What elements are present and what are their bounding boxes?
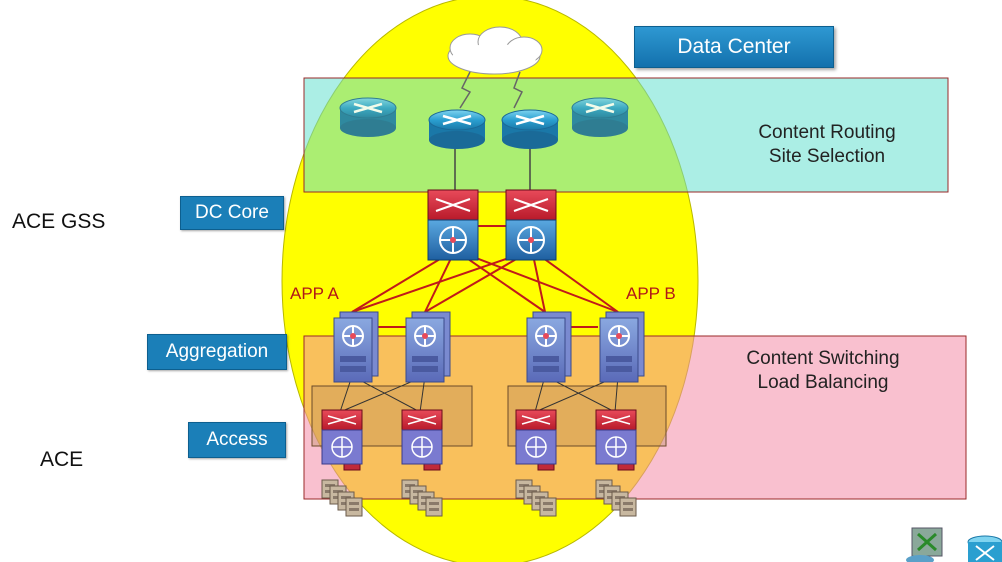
server-stack-icon-3 <box>515 479 557 517</box>
app-a-label: APP A <box>290 284 339 303</box>
internet-cloud-icon <box>447 26 543 75</box>
server-stack-icon-2 <box>401 479 443 517</box>
ace-gss-label: ACE GSS <box>12 210 106 233</box>
wan-link-left <box>459 71 472 109</box>
aggregation-switch-icon-4 <box>599 311 645 383</box>
edge-router-icon-2 <box>571 97 629 137</box>
wan-link-right <box>513 71 524 109</box>
content-routing-line2: Site Selection <box>768 146 886 167</box>
content-routing-text: Content Routing Site Selection <box>714 121 940 169</box>
router-legend-icon <box>967 535 1002 562</box>
aggregation-label: Aggregation <box>147 334 287 370</box>
edge-router-icon-1 <box>339 97 397 137</box>
content-switching-line2: Load Balancing <box>757 372 889 393</box>
aggregation-switch-icon-1 <box>333 311 379 383</box>
content-switching-line1: Content Switching <box>746 348 900 369</box>
access-switch-icon-2 <box>401 409 443 471</box>
aggregation-switch-icon-2 <box>405 311 451 383</box>
access-switch-icon-4 <box>595 409 637 471</box>
core-router-icon-right <box>501 109 559 149</box>
core-router-icon-left <box>428 109 486 149</box>
content-routing-line1: Content Routing <box>758 122 896 143</box>
switch-legend-icon <box>906 527 943 562</box>
access-label: Access <box>188 422 286 458</box>
content-routing-zone <box>303 77 949 193</box>
data-center-title: Data Center <box>634 26 834 68</box>
access-switch-icon-3 <box>515 409 557 471</box>
dc-core-switch-icon-left <box>427 189 479 261</box>
server-stack-icon-4 <box>595 479 637 517</box>
server-stack-icon-1 <box>321 479 363 517</box>
content-switching-text: Content Switching Load Balancing <box>704 347 942 395</box>
access-switch-icon-1 <box>321 409 363 471</box>
aggregation-switch-icon-3 <box>526 311 572 383</box>
dc-core-switch-icon-right <box>505 189 557 261</box>
dc-core-label: DC Core <box>180 196 284 230</box>
ace-label: ACE <box>40 448 84 471</box>
app-b-label: APP B <box>626 284 676 303</box>
